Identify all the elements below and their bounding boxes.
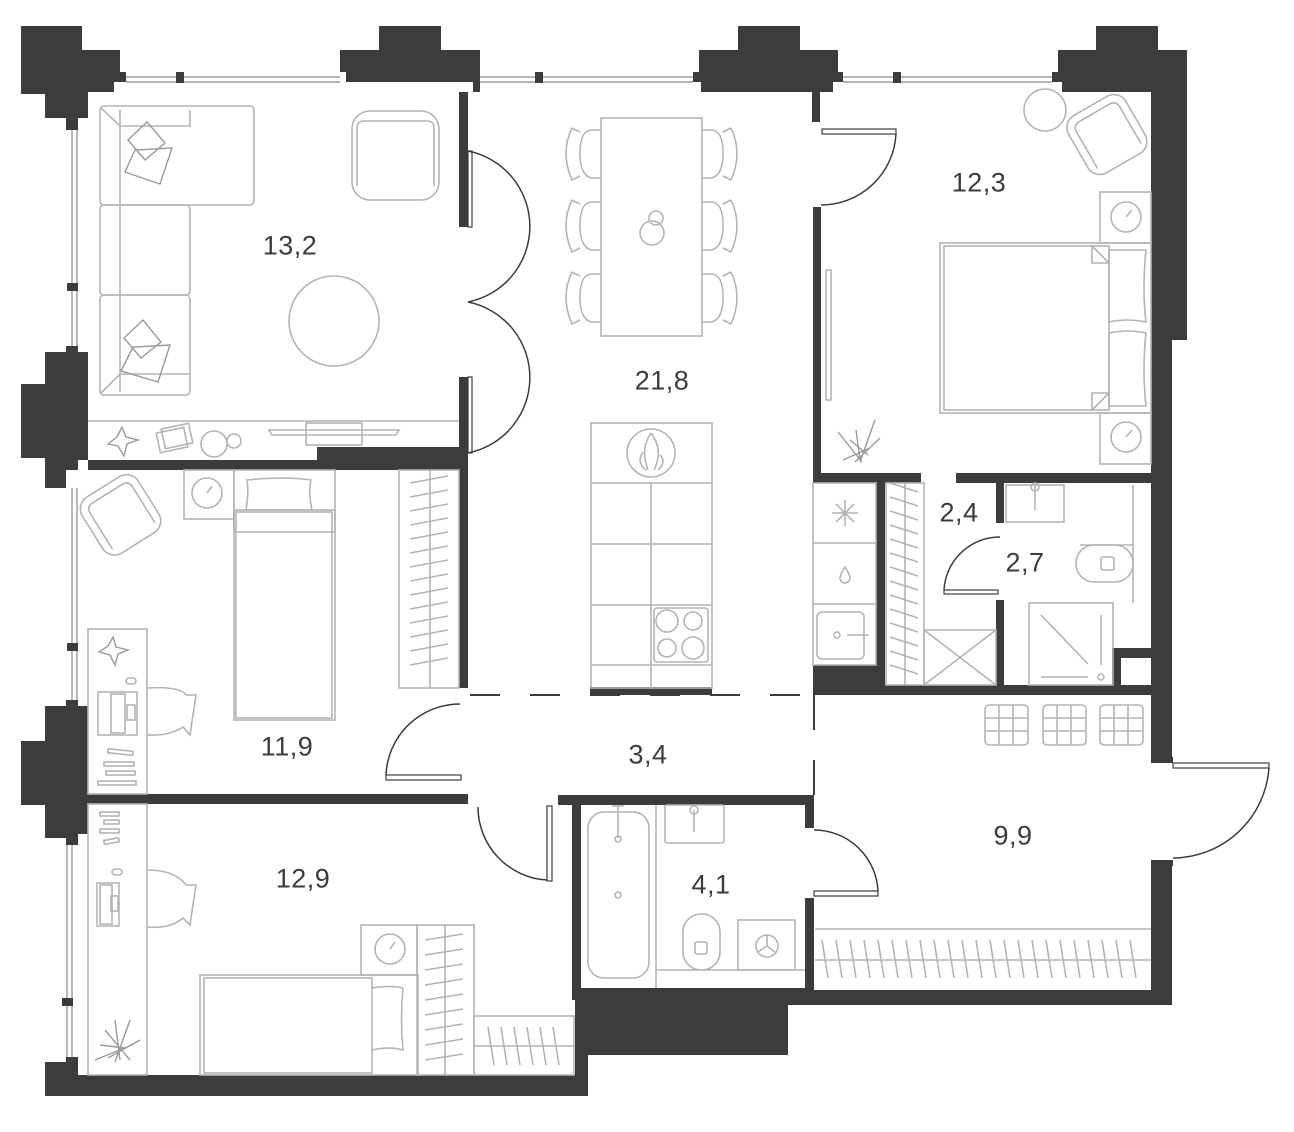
furniture xyxy=(79,88,1152,1076)
door-bedroom-2[interactable] xyxy=(385,703,462,781)
room-area-wardrobe: 2,4 xyxy=(939,497,979,528)
room-area-bedroom-2: 11,9 xyxy=(260,731,314,762)
door-bathroom[interactable] xyxy=(813,829,879,897)
shoe-rack-icon xyxy=(984,704,1144,746)
kitchen-island-icon xyxy=(590,422,713,689)
fireplace-icon xyxy=(626,428,676,478)
toilet-icon xyxy=(682,913,721,971)
armchair-icon xyxy=(1066,93,1148,176)
armchair-icon xyxy=(79,473,162,556)
hanger-lines xyxy=(889,482,919,675)
coffee-table-icon xyxy=(288,275,380,367)
single-bed-icon xyxy=(199,974,419,1076)
washing-machine-icon xyxy=(737,919,796,971)
freezer-icon xyxy=(832,500,858,526)
room-area-entrance-hall: 9,9 xyxy=(993,820,1033,851)
room-area-corridor: 3,4 xyxy=(628,739,668,770)
armchair-icon xyxy=(351,110,440,201)
room-area-bedroom-3: 12,9 xyxy=(275,863,331,894)
desk-icon xyxy=(87,628,148,795)
door-master-bedroom[interactable] xyxy=(820,128,897,206)
plant-icon xyxy=(837,419,881,463)
chair-icon xyxy=(565,127,738,326)
door-shower-room[interactable] xyxy=(943,536,1001,595)
water-drop-icon xyxy=(839,565,851,584)
double-bed-icon xyxy=(939,191,1152,465)
dining-table-icon xyxy=(565,117,738,337)
door-bedroom-3[interactable] xyxy=(477,805,553,882)
wardrobe-icon xyxy=(815,928,1151,979)
books-icon xyxy=(155,422,194,454)
toilet-icon xyxy=(1075,544,1134,583)
room-area-living-room: 13,2 xyxy=(262,230,318,261)
washbasin-icon xyxy=(664,804,725,844)
single-bed-icon xyxy=(233,469,336,721)
room-area-master-bedroom: 12,3 xyxy=(951,167,1007,198)
room-area-kitchen-dining: 21,8 xyxy=(634,365,690,396)
decor-star-icon xyxy=(106,425,141,458)
sofa-icon xyxy=(99,105,255,396)
doors xyxy=(385,128,1270,897)
windows xyxy=(62,72,1052,1057)
interior-walls xyxy=(88,92,1151,1062)
room-area-bathroom: 4,1 xyxy=(691,869,731,900)
door-living-room[interactable] xyxy=(467,150,531,454)
cooktop-icon xyxy=(653,607,709,663)
shower-tray-icon xyxy=(1028,602,1114,686)
plant-icon xyxy=(94,1019,141,1063)
wall-panel xyxy=(825,269,832,401)
room-area-shower-room: 2,7 xyxy=(1005,547,1045,578)
tv-console-icon xyxy=(267,422,401,446)
entrance-door[interactable] xyxy=(1172,762,1270,859)
